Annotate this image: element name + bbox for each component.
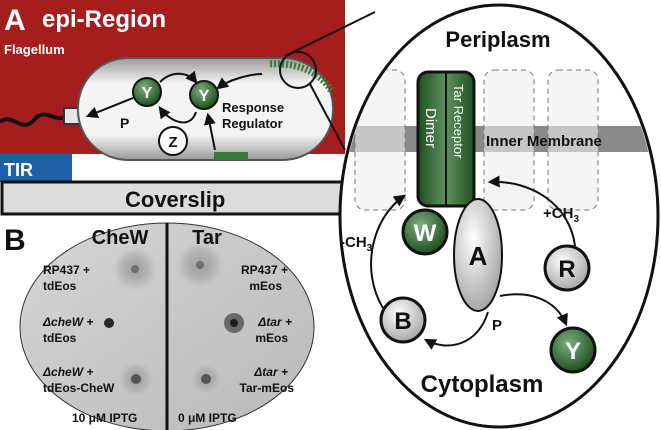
zoom-source-circle [279,51,317,89]
panel-a-letter: A [4,4,26,37]
arrow-b-to-receptor [370,194,406,309]
flagellum-label: Flagellum [4,42,65,57]
colony-left-3-core [131,374,141,384]
receptor-stripe [214,152,248,160]
arrow-y-to-motor [85,97,134,119]
left-row-2-line1: ΔcheW + [42,315,93,329]
z-protein [158,126,188,156]
left-footer: 10 μM IPTG [72,411,137,425]
zoom-line-top [284,11,376,57]
zoom-line-bottom [309,83,346,151]
receptor-ghost-2 [483,69,535,211]
arrow-a-to-y [499,293,568,327]
coverslip-label: Coverslip [125,187,225,212]
arrow-receptor-to-y [216,73,263,90]
r-label: R [558,256,575,283]
y-protein-left [132,77,162,107]
zoom-panel: Inner Membrane Periplasm Cytoplasm Tar R… [338,3,660,429]
periplasm-label: Periplasm [445,27,550,52]
right-row-3-line1: Δtar + [253,365,288,379]
right-row-1-line2: mEos [249,279,282,293]
receptor-label-2: Dimer [422,108,439,148]
left-row-3-line2: tdEos-CheW [43,381,115,395]
receptor-cluster [269,60,336,94]
right-header: Tar [192,227,222,249]
right-row-2-line2: mEos [255,331,288,345]
arrow-r-to-receptor [487,175,576,247]
colony-right-1-core [196,261,204,269]
colony-left-1-core [131,265,139,273]
inner-membrane-label: Inner Membrane [486,133,602,150]
right-footer: 0 μM IPTG [178,411,237,425]
flagellum [0,112,68,127]
b-label: B [394,308,411,335]
cytoplasm-label: Cytoplasm [421,371,544,398]
panel-b: B CheW Tar RP437 + tdEos ΔcheW + tdE [4,222,315,430]
left-row-1-line2: tdEos [43,279,77,293]
left-header: CheW [92,227,149,249]
colony-left-2 [104,318,114,328]
methyl-remove-label: -CH3 [340,234,373,254]
response-label-1: Response [222,100,284,115]
tir-label: TIR [4,160,33,180]
b-protein [379,296,427,344]
y-label-zoom: Y [565,338,581,365]
arrow-z-cycle [158,106,197,124]
arrow-y-cycle-top [159,70,198,84]
arrow-a-to-b [423,311,489,350]
right-row-1-line1: RP437 + [241,263,288,277]
a-protein [453,198,503,312]
a-label: A [469,241,488,271]
colony-right-3-core [201,374,211,384]
left-row-labels: RP437 + tdEos ΔcheW + tdEos ΔcheW + tdEo… [42,263,115,395]
y-protein-right [189,80,219,110]
epi-region-label: epi-Region [42,6,166,33]
w-protein [401,208,449,256]
zoom-oval [338,3,660,429]
right-row-labels: RP437 + mEos Δtar + mEos Δtar + Tar-mEos [240,263,295,395]
p-label-zoom: P [492,317,502,334]
y-label-right: Y [199,88,210,105]
y-label-left: Y [142,85,153,102]
y-protein-zoom [549,326,597,374]
left-row-2-line2: tdEos [43,331,77,345]
response-label-2: Regulator [222,116,283,131]
receptor-ghost-1 [354,69,406,211]
receptor-label-1: Tar Receptor [451,84,466,159]
p-label-a: P [120,115,129,131]
panel-b-letter: B [4,224,26,257]
right-row-3-line2: Tar-mEos [240,381,295,395]
arrow-stripe-to-y [203,112,216,151]
z-label: Z [168,134,177,151]
r-protein [543,244,591,292]
colony-right-2-core [230,319,238,327]
left-row-3-line1: ΔcheW + [42,365,93,379]
w-label: W [414,220,437,247]
receptor-ghost-3 [547,69,599,211]
right-row-2-line1: Δtar + [257,315,292,329]
panel-a: A epi-Region Flagellum TIR Coverslip Y Y… [0,0,376,216]
left-row-1-line1: RP437 + [43,263,90,277]
